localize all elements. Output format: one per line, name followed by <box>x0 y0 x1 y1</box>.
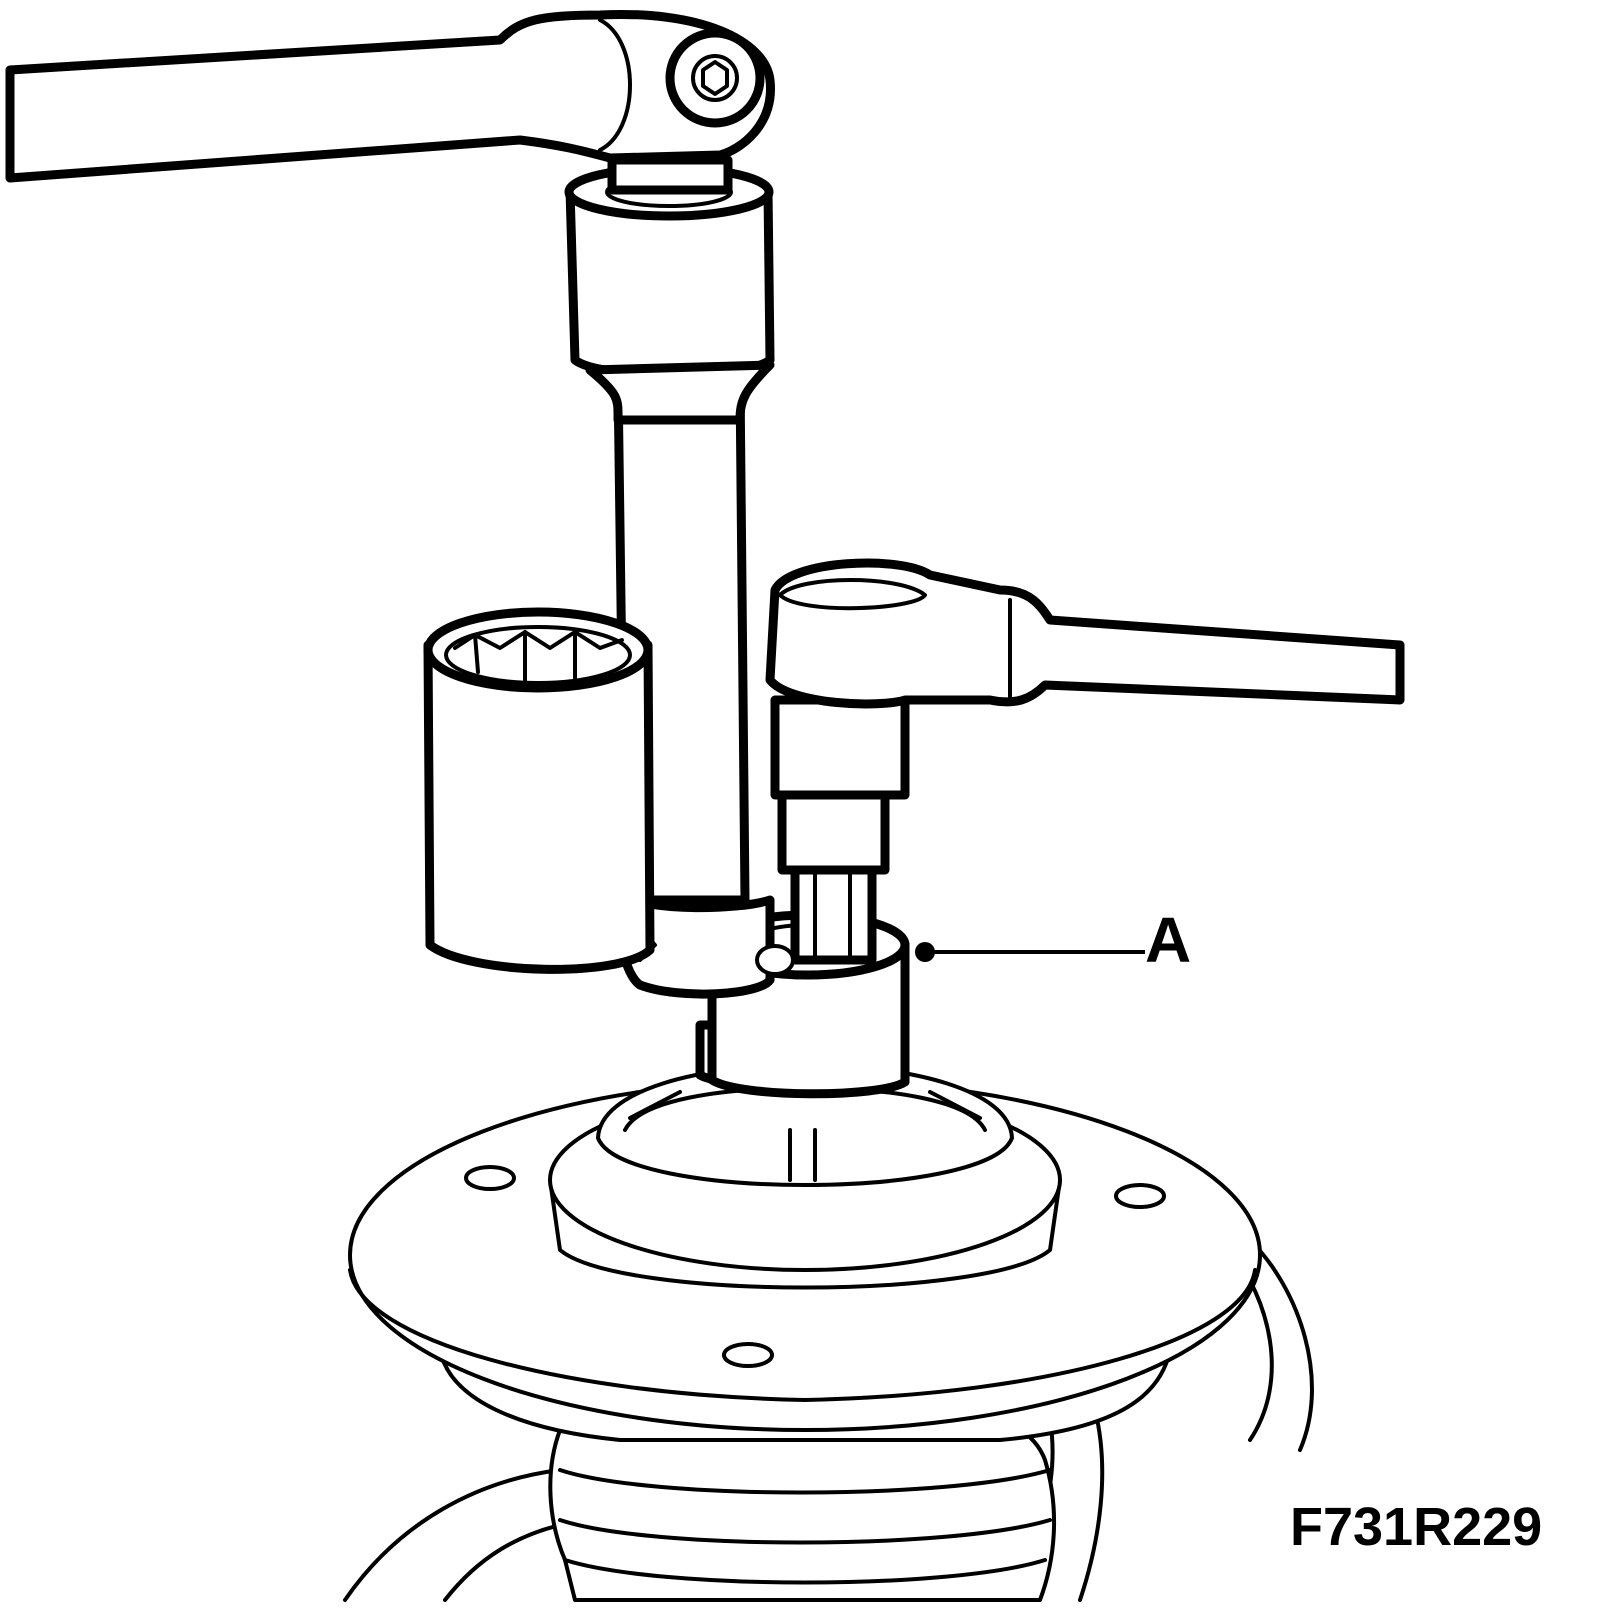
upper-socket <box>564 155 775 425</box>
bearing-housing <box>548 1063 1062 1290</box>
spare-socket <box>423 607 655 974</box>
mount-hole <box>722 1342 774 1368</box>
callout-a-leader <box>915 942 1145 962</box>
breaker-bar <box>5 9 775 183</box>
mount-hole <box>1114 1183 1166 1209</box>
retaining-ball <box>755 944 795 976</box>
ratchet-wrench-right <box>765 558 1405 965</box>
callout-label-a: A <box>1145 904 1192 976</box>
figure-id: F731R229 <box>1290 1497 1543 1557</box>
mount-hole <box>464 1165 516 1191</box>
